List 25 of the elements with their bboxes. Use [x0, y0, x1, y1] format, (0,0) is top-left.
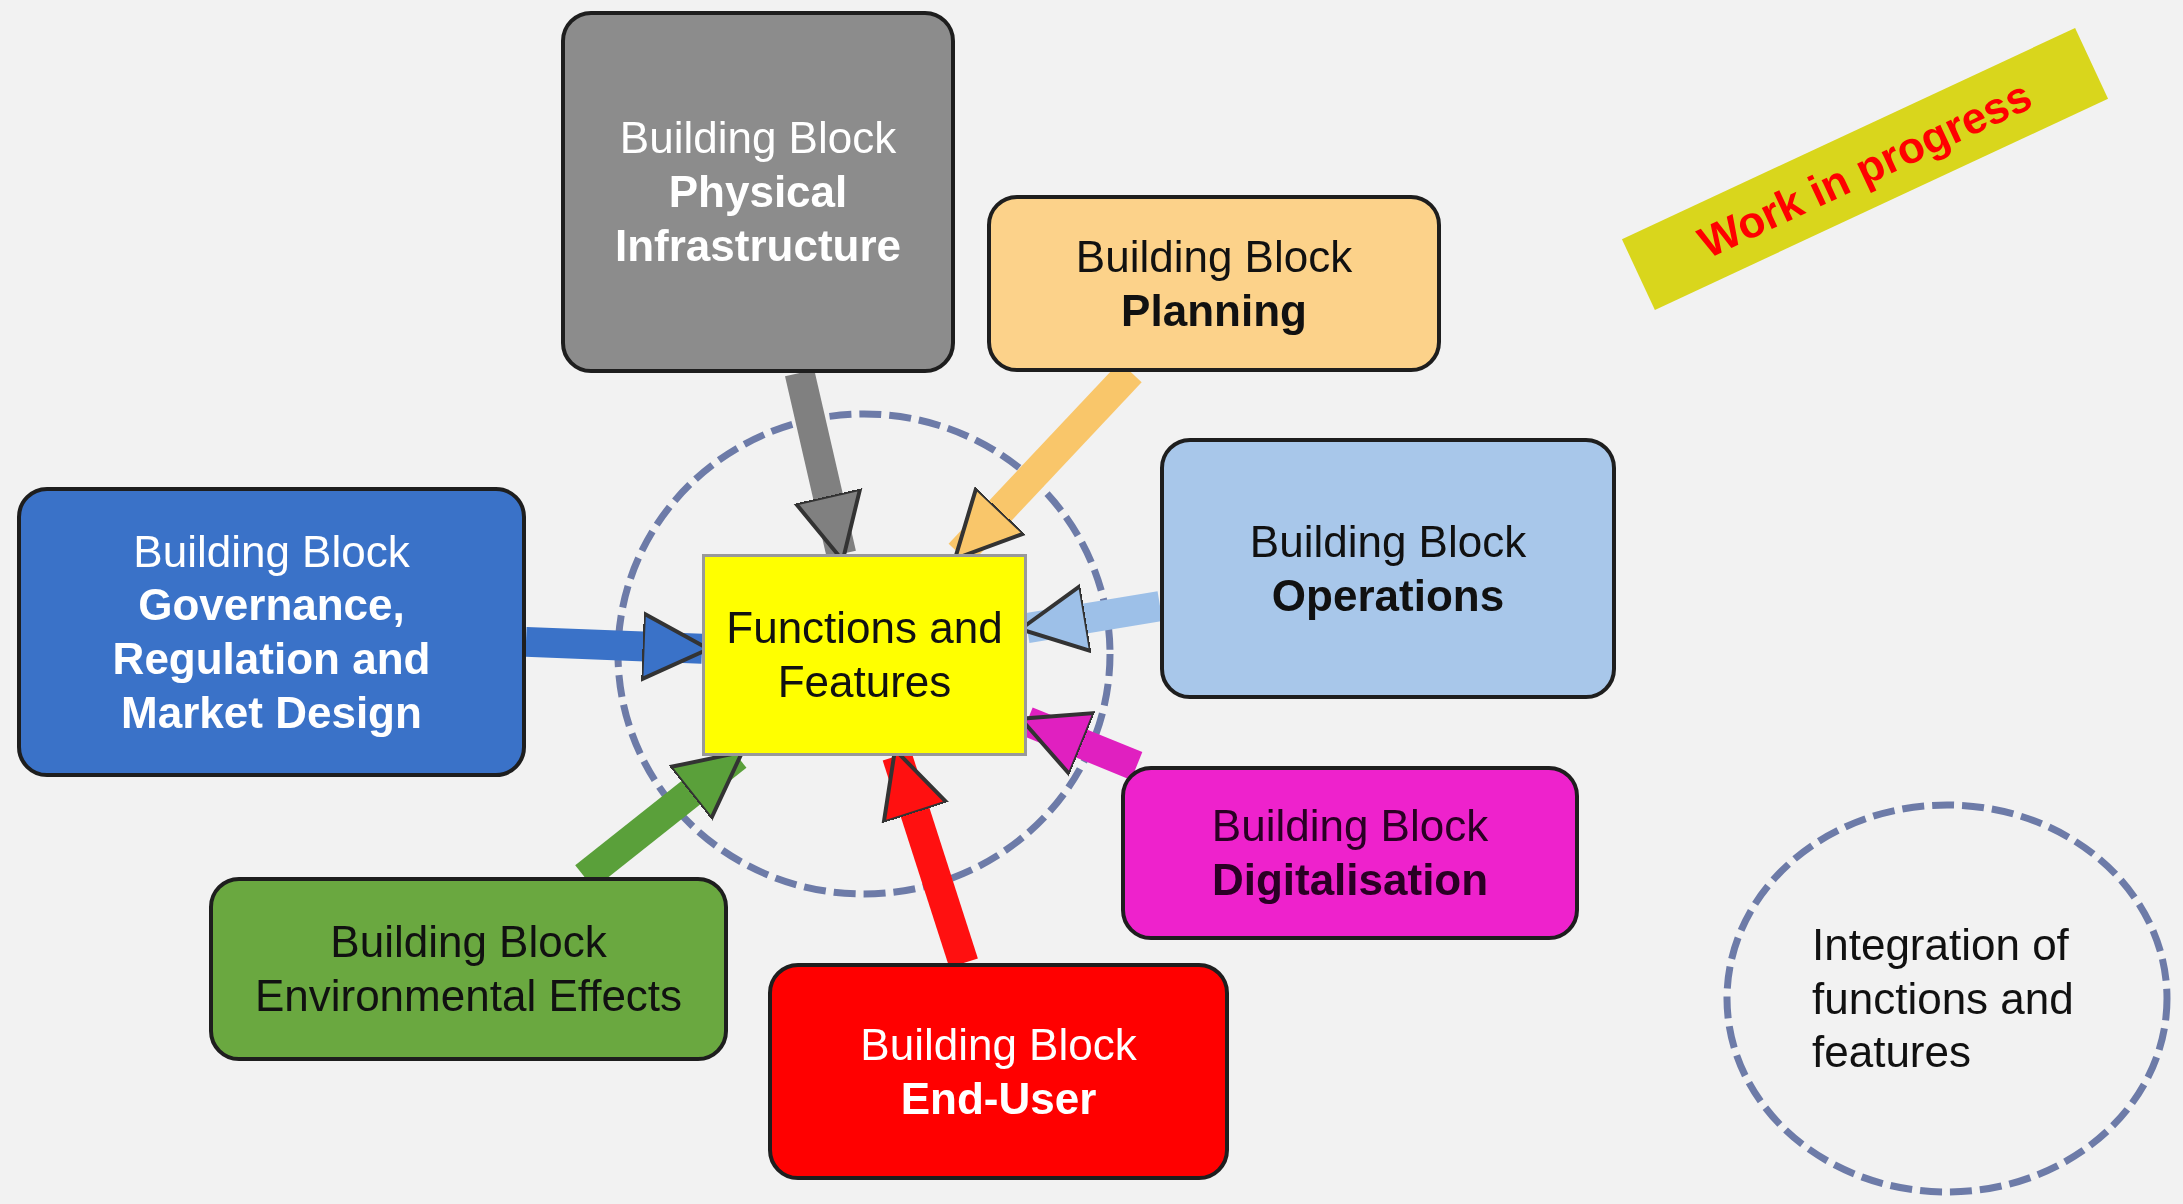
dashed-ellipse: [1722, 800, 2172, 1197]
block-label: Building Block: [133, 525, 410, 578]
block-label: Building Block: [330, 916, 607, 969]
building-block-box: [768, 963, 1229, 1180]
block-title: Environmental Effects: [254, 970, 683, 1022]
building-block-box: [1121, 766, 1579, 940]
block-label: Building Block: [1249, 515, 1527, 568]
block-title: Planning: [1121, 284, 1307, 337]
block-title: End-User: [900, 1072, 1097, 1125]
block-title: Functions and Features: [725, 602, 1004, 708]
building-block-box: [209, 877, 728, 1061]
block-title: Operations: [1271, 569, 1505, 622]
block-title: Integration of functions and features: [1812, 919, 2075, 1079]
block-title: Physical Infrastructure: [613, 166, 903, 272]
building-block-box: [987, 195, 1441, 372]
block-title: Governance, Regulation and Market Design: [111, 579, 432, 739]
block-label: Building Block: [619, 112, 897, 165]
building-block-box: [1160, 438, 1616, 699]
block-title: Digitalisation: [1211, 854, 1489, 906]
center-box: [702, 554, 1027, 756]
building-block-box: [561, 11, 955, 373]
block-label: Building Block: [1211, 800, 1489, 853]
building-block-box: [17, 487, 526, 777]
block-label: Building Block: [1075, 230, 1353, 283]
block-label: Building Block: [860, 1018, 1137, 1071]
